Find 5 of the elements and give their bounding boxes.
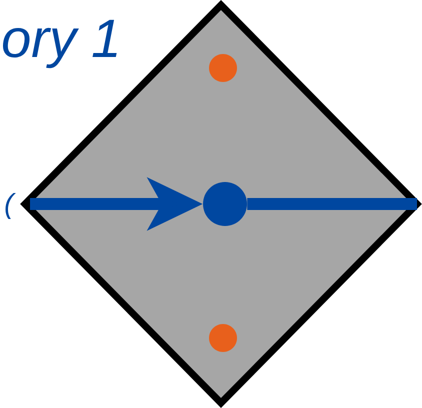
title-text: ory 1: [2, 20, 117, 68]
dot: [203, 182, 247, 226]
text-fragment: (: [6, 192, 16, 220]
dot: [209, 324, 237, 352]
dot: [209, 54, 237, 82]
